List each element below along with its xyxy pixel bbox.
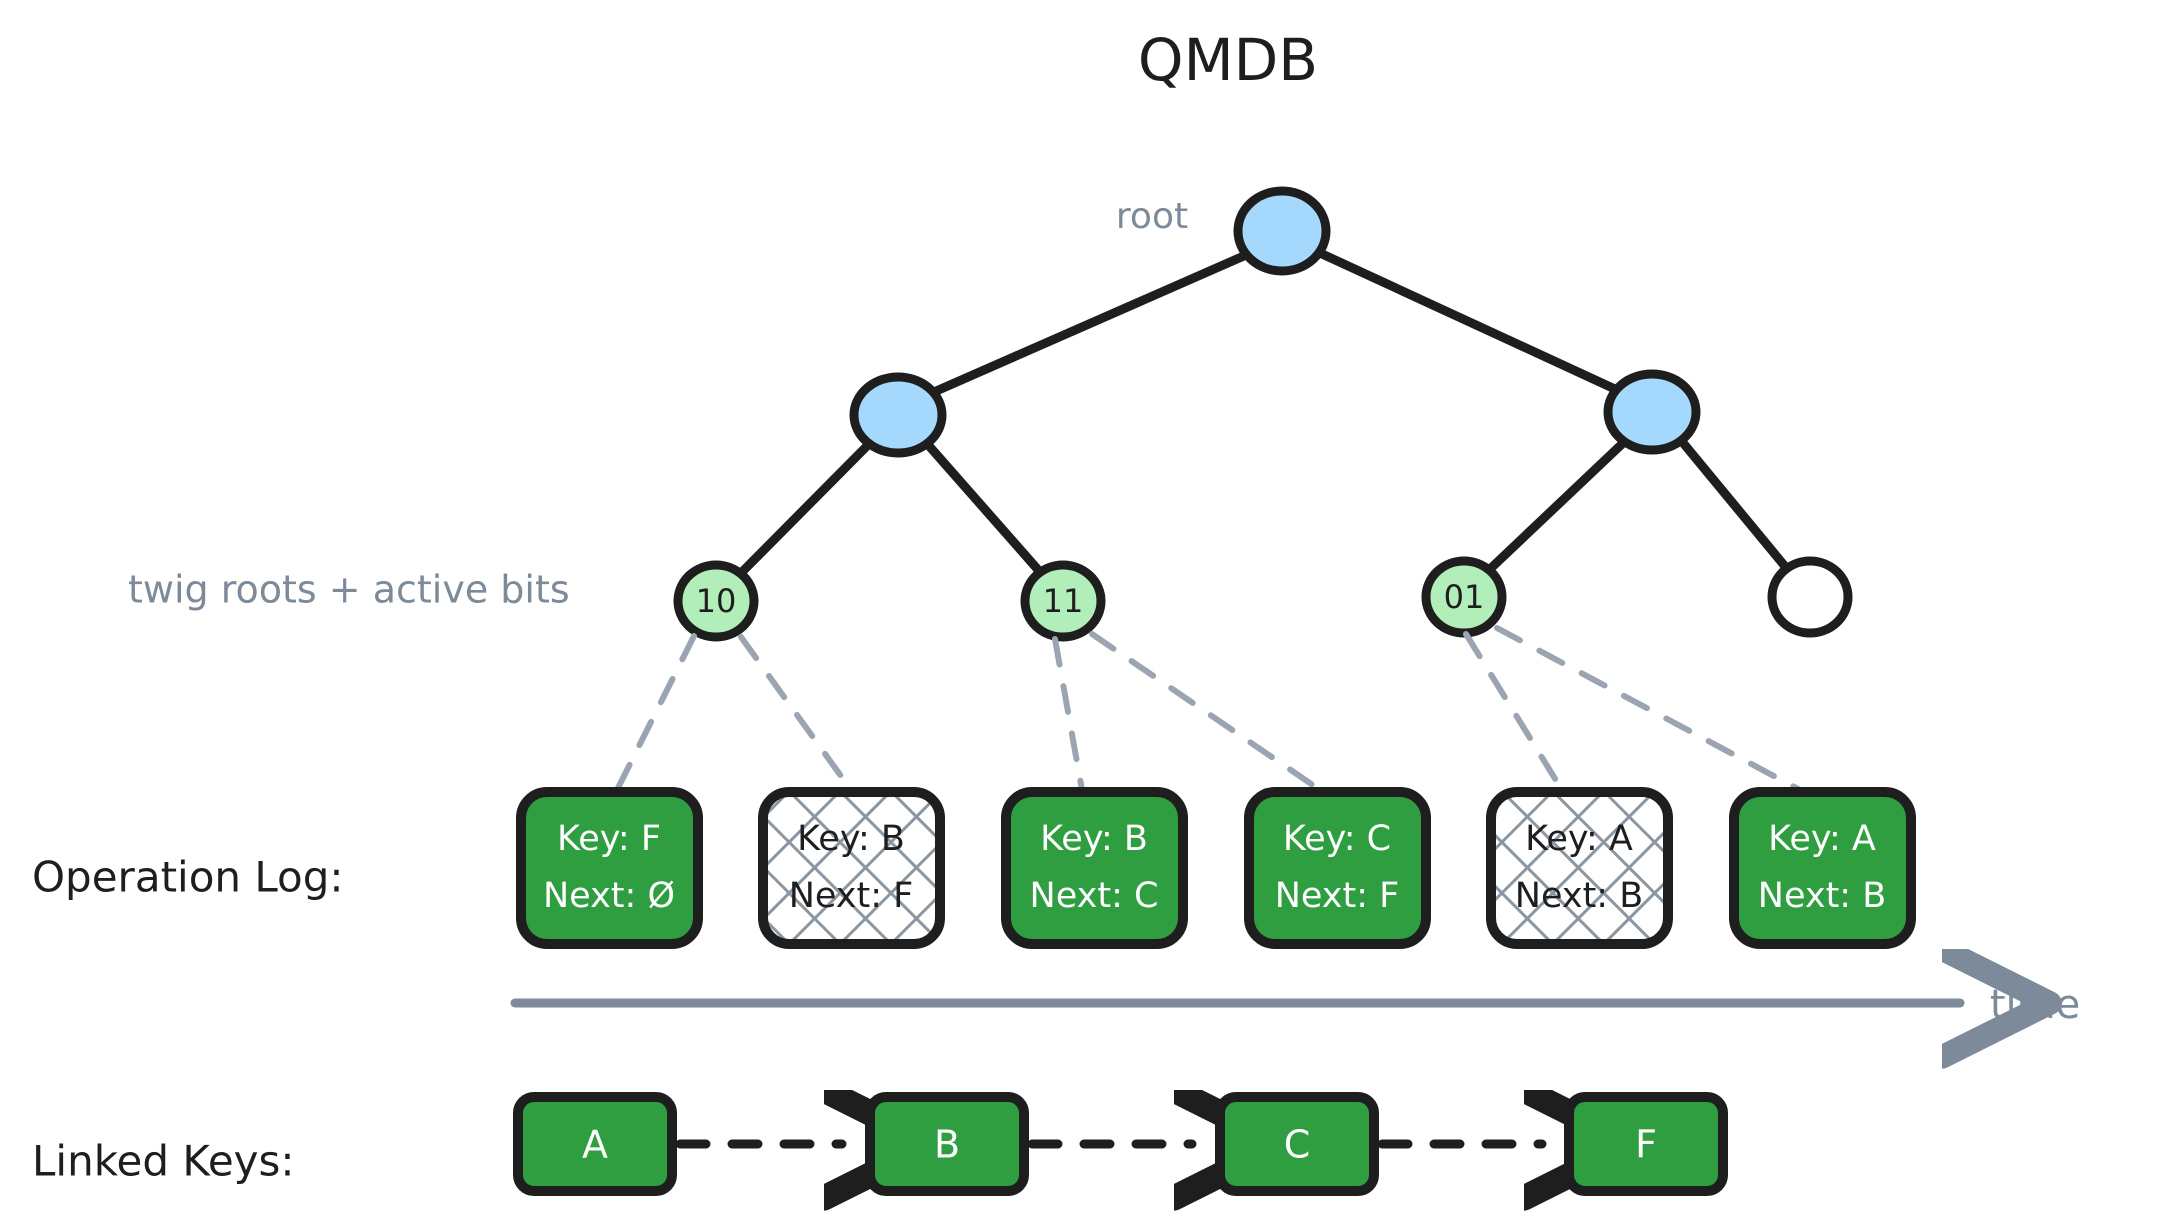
tree-edges bbox=[737, 248, 1793, 577]
twig-to-oplog-links bbox=[614, 625, 1803, 793]
time-label: time bbox=[1990, 982, 2080, 1028]
link-twig10-op0 bbox=[614, 633, 697, 793]
internal-node-left[interactable] bbox=[849, 372, 947, 458]
oplog-entry-4-next: Next: B bbox=[1515, 876, 1643, 916]
edge-left-twig10 bbox=[737, 442, 871, 577]
oplog-entry-3-next: Next: F bbox=[1275, 876, 1400, 916]
oplog-entry-1[interactable]: Key: B Next: F bbox=[758, 787, 945, 949]
oplog-entry-5-key: Key: A bbox=[1768, 819, 1876, 859]
oplog-entry-2[interactable]: Key: B Next: C bbox=[1001, 787, 1188, 949]
twig-node-10[interactable]: 10 bbox=[673, 560, 759, 642]
twig-node-10-label: 10 bbox=[696, 582, 737, 620]
edge-right-twigempty bbox=[1679, 439, 1793, 575]
linked-key-b-label: B bbox=[934, 1123, 960, 1167]
twig-node-01-label: 01 bbox=[1444, 578, 1485, 616]
edge-root-right bbox=[1315, 248, 1622, 395]
edge-left-twig11 bbox=[925, 442, 1045, 577]
linked-keys-nodes: A B C F bbox=[513, 1092, 1728, 1196]
twig-roots-label: twig roots + active bits bbox=[128, 568, 570, 612]
link-twig10-op1 bbox=[738, 634, 854, 793]
operation-log-label: Operation Log: bbox=[32, 853, 344, 902]
link-twig01-op4 bbox=[1463, 631, 1565, 793]
oplog-entry-4[interactable]: Key: A Next: B bbox=[1486, 787, 1673, 949]
twig-node-01[interactable]: 01 bbox=[1421, 556, 1507, 638]
oplog-entry-3-key: Key: C bbox=[1283, 819, 1391, 859]
oplog-entry-1-key: Key: B bbox=[797, 819, 905, 859]
linked-key-a-label: A bbox=[582, 1123, 608, 1167]
root-label: root bbox=[1116, 196, 1188, 237]
linked-keys-label: Linked Keys: bbox=[32, 1137, 295, 1186]
oplog-entry-4-key: Key: A bbox=[1525, 819, 1633, 859]
oplog-entry-0[interactable]: Key: F Next: Ø bbox=[516, 787, 703, 949]
oplog-entry-3[interactable]: Key: C Next: F bbox=[1244, 787, 1431, 949]
link-twig11-op3 bbox=[1089, 631, 1323, 793]
oplog-entry-5[interactable]: Key: A Next: B bbox=[1729, 787, 1916, 949]
link-twig11-op2 bbox=[1052, 636, 1085, 793]
linked-key-a[interactable]: A bbox=[513, 1092, 677, 1196]
oplog-entry-0-next: Next: Ø bbox=[543, 876, 675, 916]
oplog-entry-2-key: Key: B bbox=[1040, 819, 1148, 859]
linked-key-c[interactable]: C bbox=[1215, 1092, 1379, 1196]
internal-node-right[interactable] bbox=[1603, 369, 1701, 455]
linked-key-f-label: F bbox=[1635, 1123, 1657, 1167]
time-axis: time bbox=[510, 982, 2080, 1028]
twig-node-11[interactable]: 11 bbox=[1020, 560, 1106, 642]
root-node[interactable] bbox=[1233, 186, 1331, 276]
oplog-entry-1-next: Next: F bbox=[789, 876, 914, 916]
tree-nodes: root 10 11 01 bbox=[673, 186, 1853, 642]
edge-root-left bbox=[929, 250, 1251, 397]
linked-key-b[interactable]: B bbox=[865, 1092, 1029, 1196]
page-title: QMDB bbox=[1138, 26, 1318, 94]
oplog-entry-0-key: Key: F bbox=[557, 819, 661, 859]
twig-node-11-label: 11 bbox=[1043, 582, 1084, 620]
oplog-entry-5-next: Next: B bbox=[1758, 876, 1886, 916]
oplog-entry-2-next: Next: C bbox=[1030, 876, 1159, 916]
linked-key-f[interactable]: F bbox=[1564, 1092, 1728, 1196]
edge-right-twig01 bbox=[1484, 439, 1627, 575]
operation-log-entries: Key: F Next: Ø Key: B Next: F Key: B Nex… bbox=[516, 787, 1916, 949]
link-twig01-op5 bbox=[1494, 625, 1803, 793]
linked-key-c-label: C bbox=[1284, 1123, 1311, 1167]
twig-node-empty[interactable] bbox=[1767, 556, 1853, 638]
